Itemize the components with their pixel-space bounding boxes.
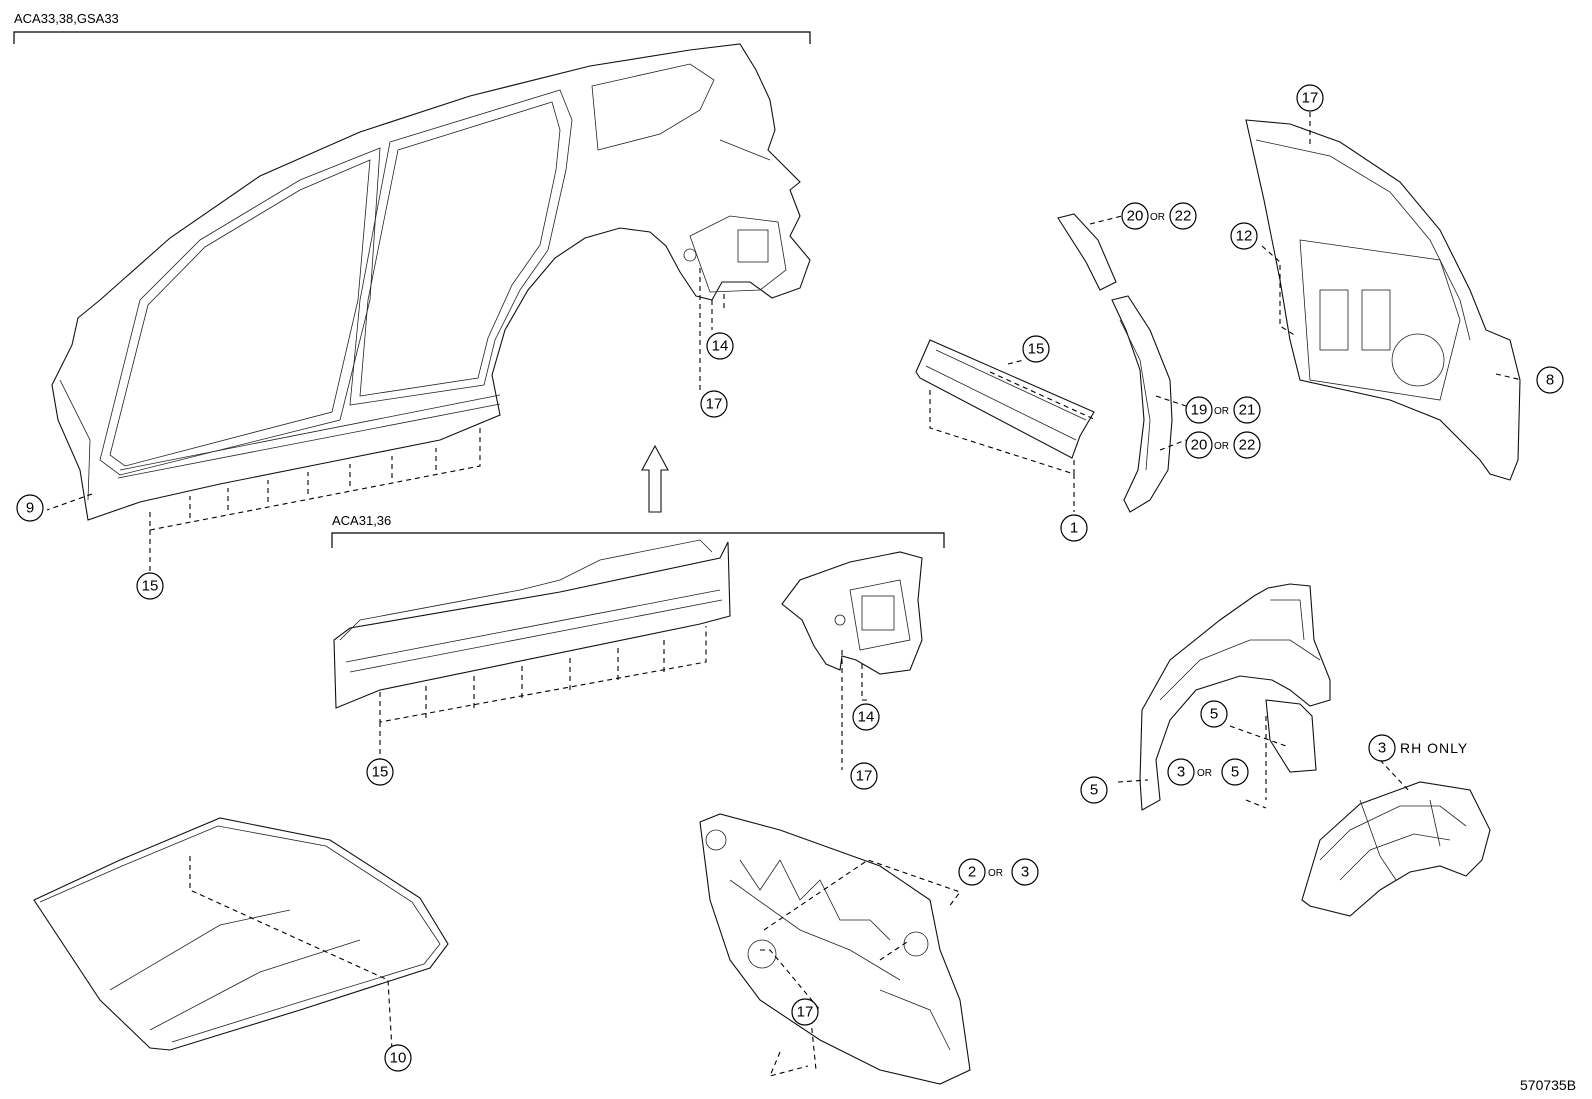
- svg-text:15: 15: [142, 578, 159, 595]
- callout-19-or-21: 19 OR 21: [1185, 396, 1261, 424]
- svg-text:2: 2: [968, 864, 976, 881]
- callout-17-upper: 17: [700, 390, 728, 418]
- quarter-panel-partial: [781, 551, 923, 770]
- svg-text:21: 21: [1239, 402, 1256, 419]
- wheel-housing-inner: [1117, 583, 1331, 811]
- svg-text:12: 12: [1236, 228, 1253, 245]
- callout-15-side: 15: [136, 572, 164, 600]
- rocker-panel-partial: [333, 539, 731, 766]
- door-inner-panel: [1245, 112, 1523, 481]
- callout-14-upper: 14: [706, 332, 734, 360]
- svg-text:OR: OR: [1214, 406, 1229, 417]
- callout-10: 10: [384, 1044, 412, 1072]
- svg-text:3: 3: [1378, 740, 1386, 757]
- svg-text:15: 15: [372, 764, 389, 781]
- svg-text:OR: OR: [988, 868, 1003, 879]
- svg-text:22: 22: [1175, 208, 1192, 225]
- svg-text:9: 9: [26, 500, 34, 517]
- bracket-middle-label: ACA31,36: [332, 513, 391, 528]
- svg-text:8: 8: [1546, 372, 1554, 389]
- callout-8: 8: [1536, 366, 1564, 394]
- side-panel-leaders: [46, 268, 725, 572]
- callout-15-cowl: 15: [1022, 335, 1050, 363]
- callout-20-or-22-upper: 20 OR 22: [1121, 202, 1197, 230]
- callout-2-or-3: 2 OR 3: [958, 858, 1039, 886]
- callout-1: 1: [1060, 514, 1088, 542]
- hood-panel: [33, 817, 449, 1051]
- callout-5-upper: 5: [1200, 700, 1228, 728]
- callout-14-lower: 14: [852, 703, 880, 731]
- svg-text:OR: OR: [1214, 441, 1229, 452]
- svg-text:15: 15: [1028, 341, 1045, 358]
- bracket-middle: ACA31,36: [331, 513, 945, 548]
- diagram-code: 570735B: [1520, 1077, 1576, 1093]
- pillar-reinforcement: [1057, 213, 1187, 513]
- callout-17-dash: 17: [791, 998, 819, 1026]
- callout-17-lower: 17: [850, 762, 878, 790]
- svg-text:22: 22: [1239, 437, 1256, 454]
- callout-20-or-22-lower: 20 OR 22: [1185, 431, 1261, 459]
- svg-text:5: 5: [1210, 706, 1218, 723]
- svg-text:14: 14: [858, 709, 875, 726]
- fender-liner-rh: [1301, 759, 1491, 917]
- svg-text:17: 17: [797, 1004, 814, 1021]
- side-body-panel: [51, 43, 811, 521]
- svg-text:3: 3: [1021, 864, 1029, 881]
- rh-only-label: RH ONLY: [1400, 740, 1468, 756]
- svg-text:19: 19: [1191, 402, 1208, 419]
- callout-15-rocker: 15: [366, 758, 394, 786]
- callout-17-door: 17: [1296, 84, 1324, 112]
- callout-3-or-5: 3 OR 5: [1167, 758, 1249, 786]
- svg-text:17: 17: [706, 396, 723, 413]
- callout-12: 12: [1230, 222, 1258, 250]
- svg-text:1: 1: [1070, 520, 1078, 537]
- svg-text:20: 20: [1191, 437, 1208, 454]
- bracket-top-label: ACA33,38,GSA33: [14, 11, 119, 26]
- svg-text:17: 17: [856, 768, 873, 785]
- bracket-top: ACA33,38,GSA33: [13, 11, 811, 44]
- callout-3-rh-only: 3 RH ONLY: [1368, 734, 1468, 762]
- callout-9: 9: [16, 494, 44, 522]
- svg-text:OR: OR: [1197, 768, 1212, 779]
- svg-text:5: 5: [1231, 764, 1239, 781]
- svg-text:17: 17: [1302, 90, 1319, 107]
- svg-text:20: 20: [1127, 208, 1144, 225]
- svg-text:10: 10: [390, 1050, 407, 1067]
- svg-text:14: 14: [712, 338, 729, 355]
- dash-panel: [699, 813, 971, 1085]
- svg-text:5: 5: [1090, 782, 1098, 799]
- arrow-up-icon: [641, 444, 669, 513]
- svg-text:3: 3: [1177, 764, 1185, 781]
- callout-5-left: 5: [1080, 776, 1108, 804]
- cowl-top-panel: [915, 339, 1097, 512]
- svg-text:OR: OR: [1150, 212, 1165, 223]
